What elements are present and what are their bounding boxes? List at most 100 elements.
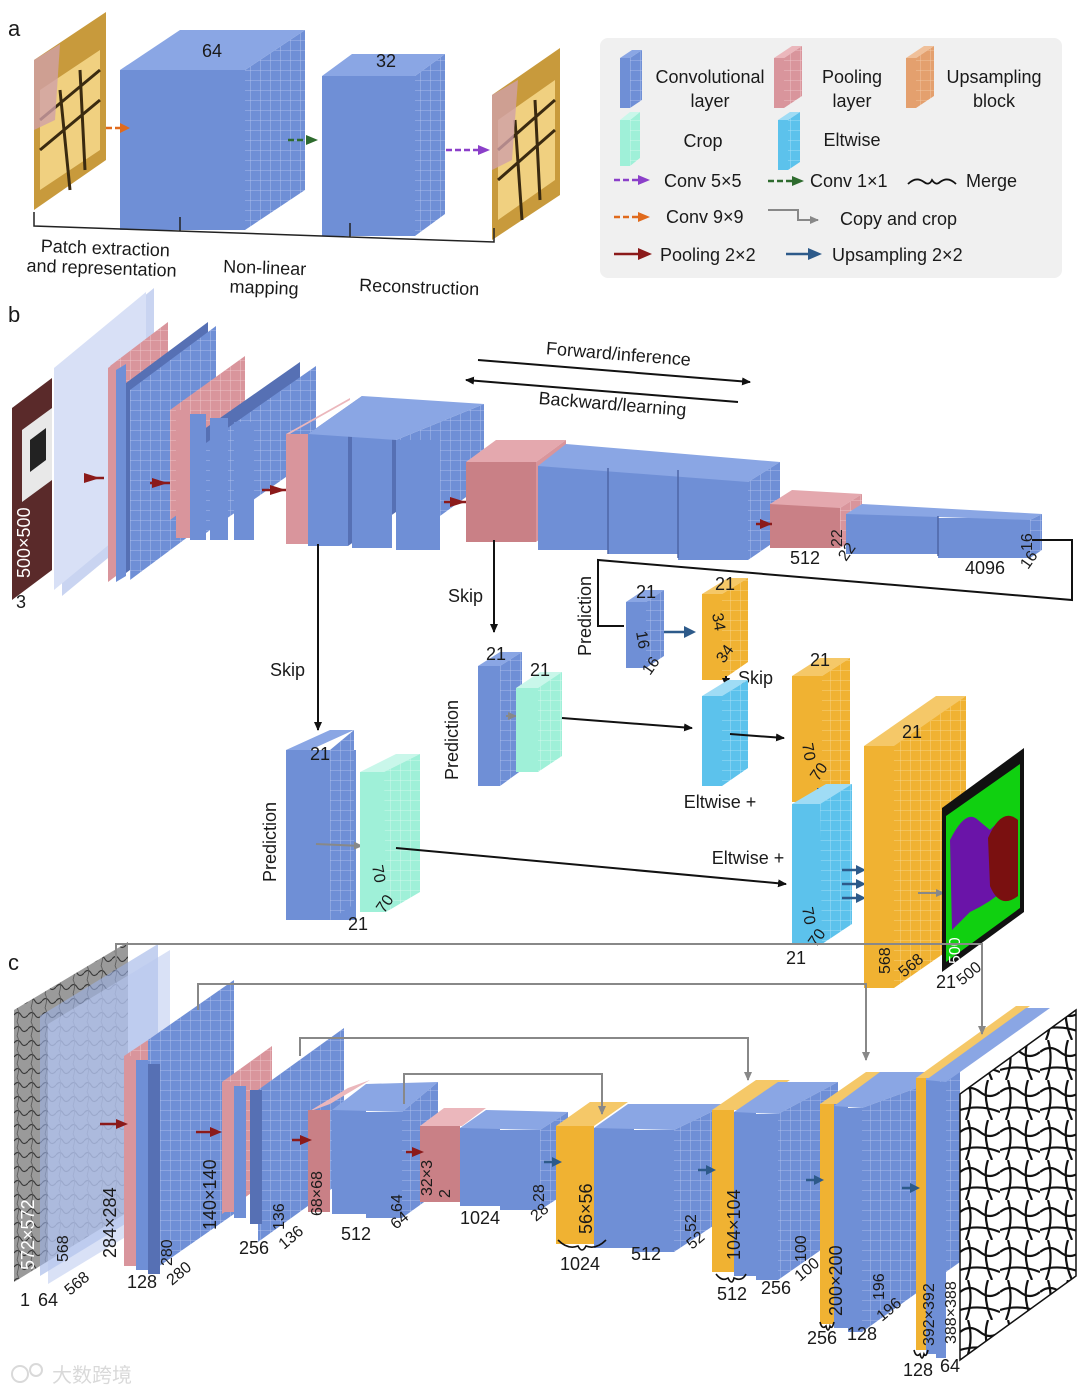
eltwise-2-block bbox=[792, 784, 852, 944]
crop-pool3-ch: 21 bbox=[348, 914, 368, 934]
legend-eltwise: Eltwise bbox=[823, 130, 880, 150]
legend-merge: Merge bbox=[966, 171, 1017, 191]
c-u1-c: 52 bbox=[683, 1214, 700, 1232]
prediction-pool4-label: Prediction bbox=[442, 700, 462, 780]
legend-conv-line1: Convolutional bbox=[655, 67, 764, 87]
forward-label: Forward/inference bbox=[545, 338, 691, 370]
upsampling-arrows-c bbox=[544, 1157, 920, 1193]
pool5-ch: 512 bbox=[790, 548, 820, 568]
crop-icon bbox=[620, 112, 640, 166]
seg-h: 500 bbox=[947, 937, 964, 964]
legend-box bbox=[600, 38, 1062, 278]
cube1-label: 64 bbox=[202, 41, 222, 61]
c-u3: 200×200 bbox=[826, 1245, 846, 1316]
stage-reconstruction: Reconstruction bbox=[359, 275, 480, 299]
c-u4-ch2: 64 bbox=[940, 1356, 960, 1376]
legend-crop: Crop bbox=[683, 131, 722, 151]
eltwise-2-h: 70 bbox=[798, 906, 818, 927]
panel-a-letter: a bbox=[8, 16, 21, 41]
legend-conv5-arrowhead bbox=[638, 175, 650, 185]
c-s5b: 2 bbox=[437, 1189, 454, 1198]
up70-h: 70 bbox=[798, 742, 818, 763]
eltwise-1-block bbox=[702, 680, 748, 786]
c-u2-ch2: 256 bbox=[761, 1278, 791, 1298]
copy-crop-arrow-icon bbox=[768, 209, 819, 224]
final-up-h: 568 bbox=[877, 947, 894, 974]
c-in-size: 572×572 bbox=[18, 1199, 38, 1270]
legend-up2: Upsampling 2×2 bbox=[832, 245, 963, 265]
eltwise-1-label: Eltwise + bbox=[684, 792, 757, 812]
c-ch128: 128 bbox=[127, 1272, 157, 1292]
fc-h: 16 bbox=[1019, 533, 1036, 551]
up70-ch: 21 bbox=[810, 650, 830, 670]
fc-ch: 4096 bbox=[965, 558, 1005, 578]
prediction-pool3-label: Prediction bbox=[260, 802, 280, 882]
c-s2: 284×284 bbox=[100, 1187, 120, 1258]
legend-up2-arrowhead bbox=[808, 248, 822, 260]
pooling-arrows-b bbox=[84, 473, 772, 529]
legend-conv1: Conv 1×1 bbox=[810, 171, 888, 191]
c-encoder-2 bbox=[124, 980, 234, 1274]
c-c3-h: 136 bbox=[271, 1203, 288, 1230]
pred-pool4-ch: 21 bbox=[486, 644, 506, 664]
c-u1: 56×56 bbox=[576, 1183, 596, 1234]
crop-pool4-ch: 21 bbox=[530, 660, 550, 680]
c-u4: 392×392 bbox=[921, 1283, 938, 1346]
c-u4-c: 388×388 bbox=[943, 1281, 960, 1344]
c-c1-h: 568 bbox=[55, 1235, 72, 1262]
pred16-ch: 21 bbox=[636, 582, 656, 602]
up34-ch: 21 bbox=[715, 574, 735, 594]
crop-pool3-h: 70 bbox=[368, 864, 388, 885]
fc-loop-connector bbox=[597, 539, 1073, 627]
c-c2-h: 280 bbox=[159, 1239, 176, 1266]
conv9-arrowhead bbox=[120, 123, 130, 133]
feature-cube-64 bbox=[120, 30, 305, 230]
forward-arrow bbox=[477, 359, 751, 386]
input-ch-label: 3 bbox=[16, 592, 26, 612]
conv1-arrowhead bbox=[306, 135, 318, 145]
c-c5-h: 28 bbox=[531, 1184, 548, 1202]
c-u3-ch: 256 bbox=[807, 1328, 837, 1348]
c-ch64: 64 bbox=[38, 1290, 58, 1310]
c-ch256: 256 bbox=[239, 1238, 269, 1258]
conv-layer-icon bbox=[620, 50, 642, 108]
backward-arrow bbox=[465, 376, 739, 403]
c-s4: 68×68 bbox=[309, 1171, 326, 1216]
c-u1-ch2: 512 bbox=[631, 1244, 661, 1264]
stage-patch-line2: and representation bbox=[26, 255, 177, 280]
crop-to-eltwise-2 bbox=[395, 847, 787, 888]
butterfly-output-image bbox=[492, 48, 560, 240]
pred-pool3-block bbox=[286, 730, 356, 920]
encoder-stage-3 bbox=[286, 396, 484, 550]
input-size-label: 500×500 bbox=[14, 507, 34, 578]
up34-block bbox=[702, 578, 748, 680]
c-u3-ch2: 128 bbox=[847, 1324, 877, 1344]
c-decoder-4 bbox=[916, 1006, 1050, 1358]
legend-pool-line2: layer bbox=[832, 91, 871, 111]
copy-crop-connections bbox=[115, 943, 986, 1115]
legend-pool-line1: Pooling bbox=[822, 67, 882, 87]
stage-bracket bbox=[33, 212, 495, 243]
stage-nonlinear-line2: mapping bbox=[229, 277, 299, 299]
c-ch1024: 1024 bbox=[460, 1208, 500, 1228]
encoder-stage-5 bbox=[770, 490, 1042, 558]
crop-arrow-pool3 bbox=[315, 841, 363, 850]
pred16-h: 16 bbox=[632, 630, 652, 651]
pred-pool4-block bbox=[478, 652, 522, 786]
eltwise-icon bbox=[778, 112, 800, 170]
legend-conv-line2: layer bbox=[690, 91, 729, 111]
final-up-ch: 21 bbox=[902, 722, 922, 742]
legend-conv9-arrowhead bbox=[638, 212, 650, 222]
pool5-h: 22 bbox=[829, 529, 846, 547]
c-encoder-4 bbox=[308, 1080, 438, 1218]
legend-copycrop: Copy and crop bbox=[840, 209, 957, 229]
stage-nonlinear-line1: Non-linear bbox=[223, 256, 307, 279]
legend-up-line2: block bbox=[973, 91, 1016, 111]
encoder-stage-4 bbox=[466, 440, 780, 560]
merge-brace-icon bbox=[907, 178, 957, 185]
cat-input-image bbox=[12, 378, 52, 600]
c-u2: 104×104 bbox=[724, 1189, 744, 1260]
crop-pool3-block bbox=[360, 754, 420, 912]
panel-b-letter: b bbox=[8, 302, 20, 327]
